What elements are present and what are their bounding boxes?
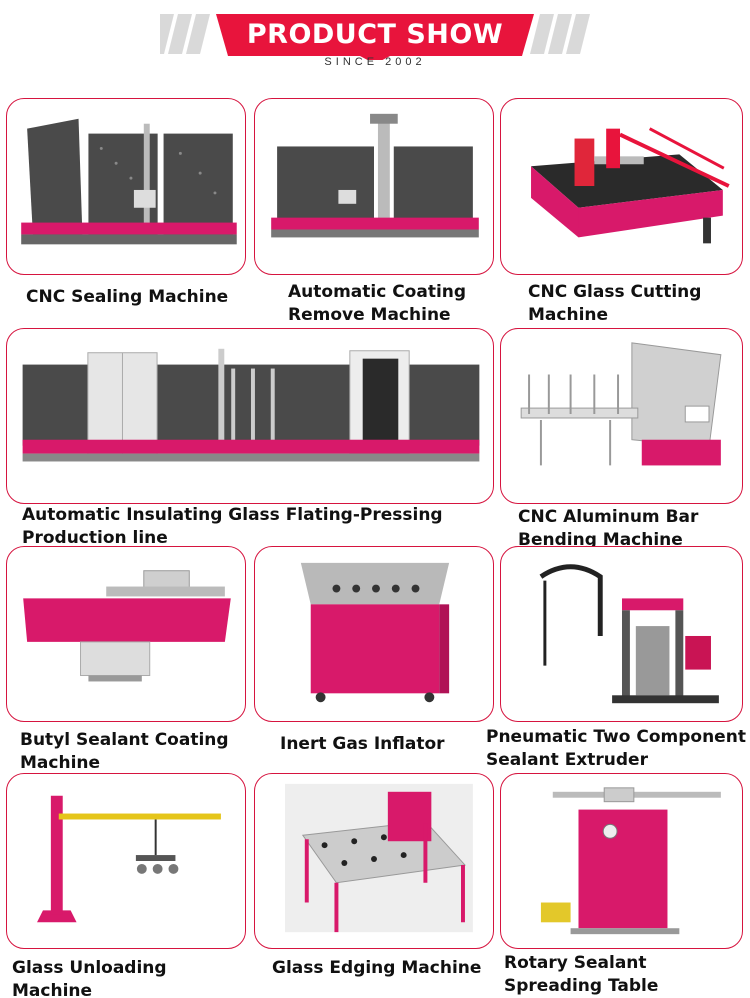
gas-inflator-icon bbox=[300, 562, 450, 703]
header-banner: PRODUCT SHOW bbox=[160, 12, 590, 60]
product-card-glass-edging[interactable] bbox=[254, 773, 494, 949]
product-card-rotary-table[interactable] bbox=[500, 773, 743, 949]
product-name: Automatic Insulating Glass Flating-Press… bbox=[22, 505, 443, 548]
sealing-machine-icon bbox=[21, 118, 237, 245]
product-name: CNC Aluminum Bar Bending Machine bbox=[518, 507, 699, 550]
sealant-extruder-icon bbox=[539, 564, 719, 704]
coating-remove-machine-icon bbox=[271, 113, 479, 238]
rotary-table-icon bbox=[540, 787, 721, 935]
product-name: Glass Unloading Machine bbox=[12, 958, 167, 998]
page-subtitle: SINCE 2002 bbox=[324, 56, 426, 68]
product-card-butyl-coating[interactable] bbox=[6, 546, 246, 722]
product-name: Automatic Coating Remove Machine bbox=[288, 282, 467, 325]
product-card-coating-remove[interactable] bbox=[254, 98, 494, 275]
edging-machine-icon bbox=[285, 783, 473, 933]
product-card-cnc-sealing[interactable] bbox=[6, 98, 246, 275]
page-title: PRODUCT SHOW bbox=[246, 18, 504, 50]
product-name: Rotary Sealant Spreading Table bbox=[504, 953, 659, 996]
product-name: Pneumatic Two Component Sealant Extruder bbox=[486, 727, 746, 770]
product-card-sealant-extruder[interactable] bbox=[500, 546, 743, 722]
butyl-coating-machine-icon bbox=[23, 570, 231, 682]
insulating-glass-line-icon bbox=[22, 348, 480, 462]
banner-ribbon-icon bbox=[160, 14, 590, 60]
bar-bending-machine-icon bbox=[520, 342, 722, 466]
product-card-glass-cutting[interactable] bbox=[500, 98, 743, 275]
product-card-insulating-glass-line[interactable] bbox=[6, 328, 494, 504]
product-name: CNC Sealing Machine bbox=[26, 287, 229, 307]
product-name: Butyl Sealant Coating Machine bbox=[20, 730, 229, 773]
product-card-glass-unloading[interactable] bbox=[6, 773, 246, 949]
product-name: CNC Glass Cutting Machine bbox=[528, 282, 702, 325]
unloading-crane-icon bbox=[37, 795, 221, 923]
glass-cutting-machine-icon bbox=[531, 127, 730, 244]
product-card-gas-inflator[interactable] bbox=[254, 546, 494, 722]
product-name: Inert Gas Inflator bbox=[280, 734, 445, 754]
product-card-bar-bending[interactable] bbox=[500, 328, 743, 504]
product-name: Glass Edging Machine bbox=[272, 958, 482, 978]
